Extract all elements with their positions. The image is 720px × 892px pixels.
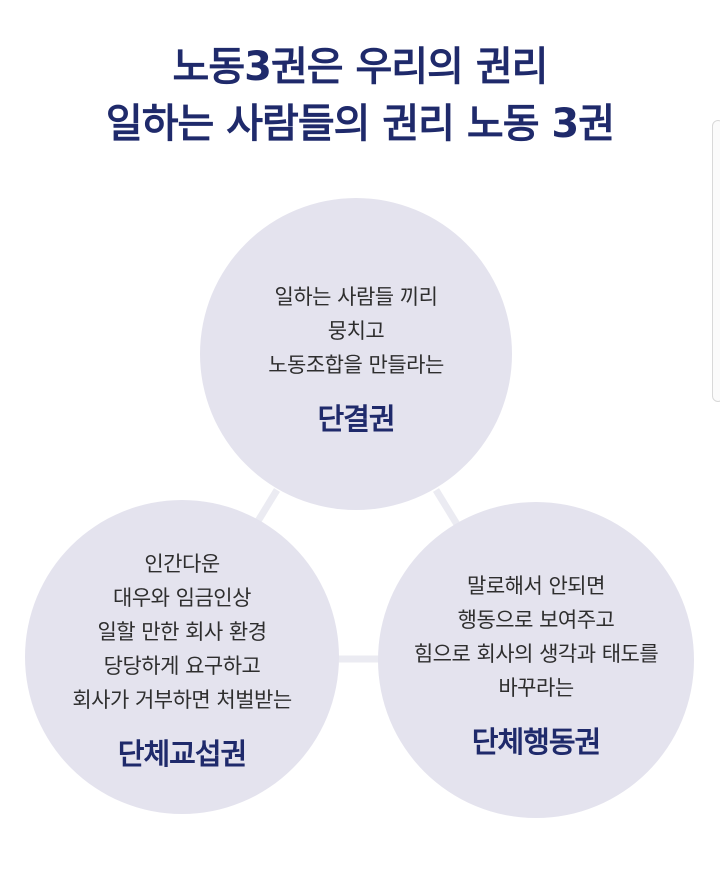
right-to-organize-circle: 일하는 사람들 끼리 뭉치고 노동조합을 만들라는 단결권	[200, 198, 512, 510]
collective-action-desc-1: 말로해서 안되면	[467, 574, 605, 598]
collective-bargaining-desc-2: 대우와 임금인상	[113, 586, 251, 610]
collective-action-circle: 말로해서 안되면 행동으로 보여주고 힘으로 회사의 생각과 태도를 바꾸라는 …	[378, 502, 694, 818]
right-to-organize-desc-2: 뭉치고	[327, 319, 385, 343]
scrollbar-edge[interactable]	[712, 120, 720, 402]
collective-bargaining-circle: 인간다운 대우와 임금인상 일할 만한 회사 환경 당당하게 요구하고 회사가 …	[25, 500, 339, 814]
collective-bargaining-term: 단체교섭권	[117, 737, 247, 771]
collective-action-desc-4: 바꾸라는	[498, 676, 574, 700]
collective-action-term: 단체행동권	[471, 725, 601, 759]
title-line-2: 일하는 사람들의 권리 노동 3권	[105, 101, 615, 147]
right-to-organize-desc-1: 일하는 사람들 끼리	[274, 285, 438, 309]
collective-action-desc-3: 힘으로 회사의 생각과 태도를	[413, 642, 659, 666]
collective-bargaining-desc-4: 당당하게 요구하고	[103, 654, 261, 678]
right-to-organize-term: 단결권	[317, 402, 395, 436]
collective-bargaining-desc-3: 일할 만한 회사 환경	[97, 620, 267, 644]
right-to-organize-desc-3: 노동조합을 만들라는	[268, 353, 444, 377]
collective-bargaining-desc-5: 회사가 거부하면 처벌받는	[72, 688, 292, 712]
title-line-1: 노동3권은 우리의 권리	[172, 44, 549, 90]
collective-action-desc-2: 행동으로 보여주고	[457, 608, 615, 632]
collective-bargaining-desc-1: 인간다운	[144, 552, 220, 576]
connector-top-right	[433, 488, 461, 528]
